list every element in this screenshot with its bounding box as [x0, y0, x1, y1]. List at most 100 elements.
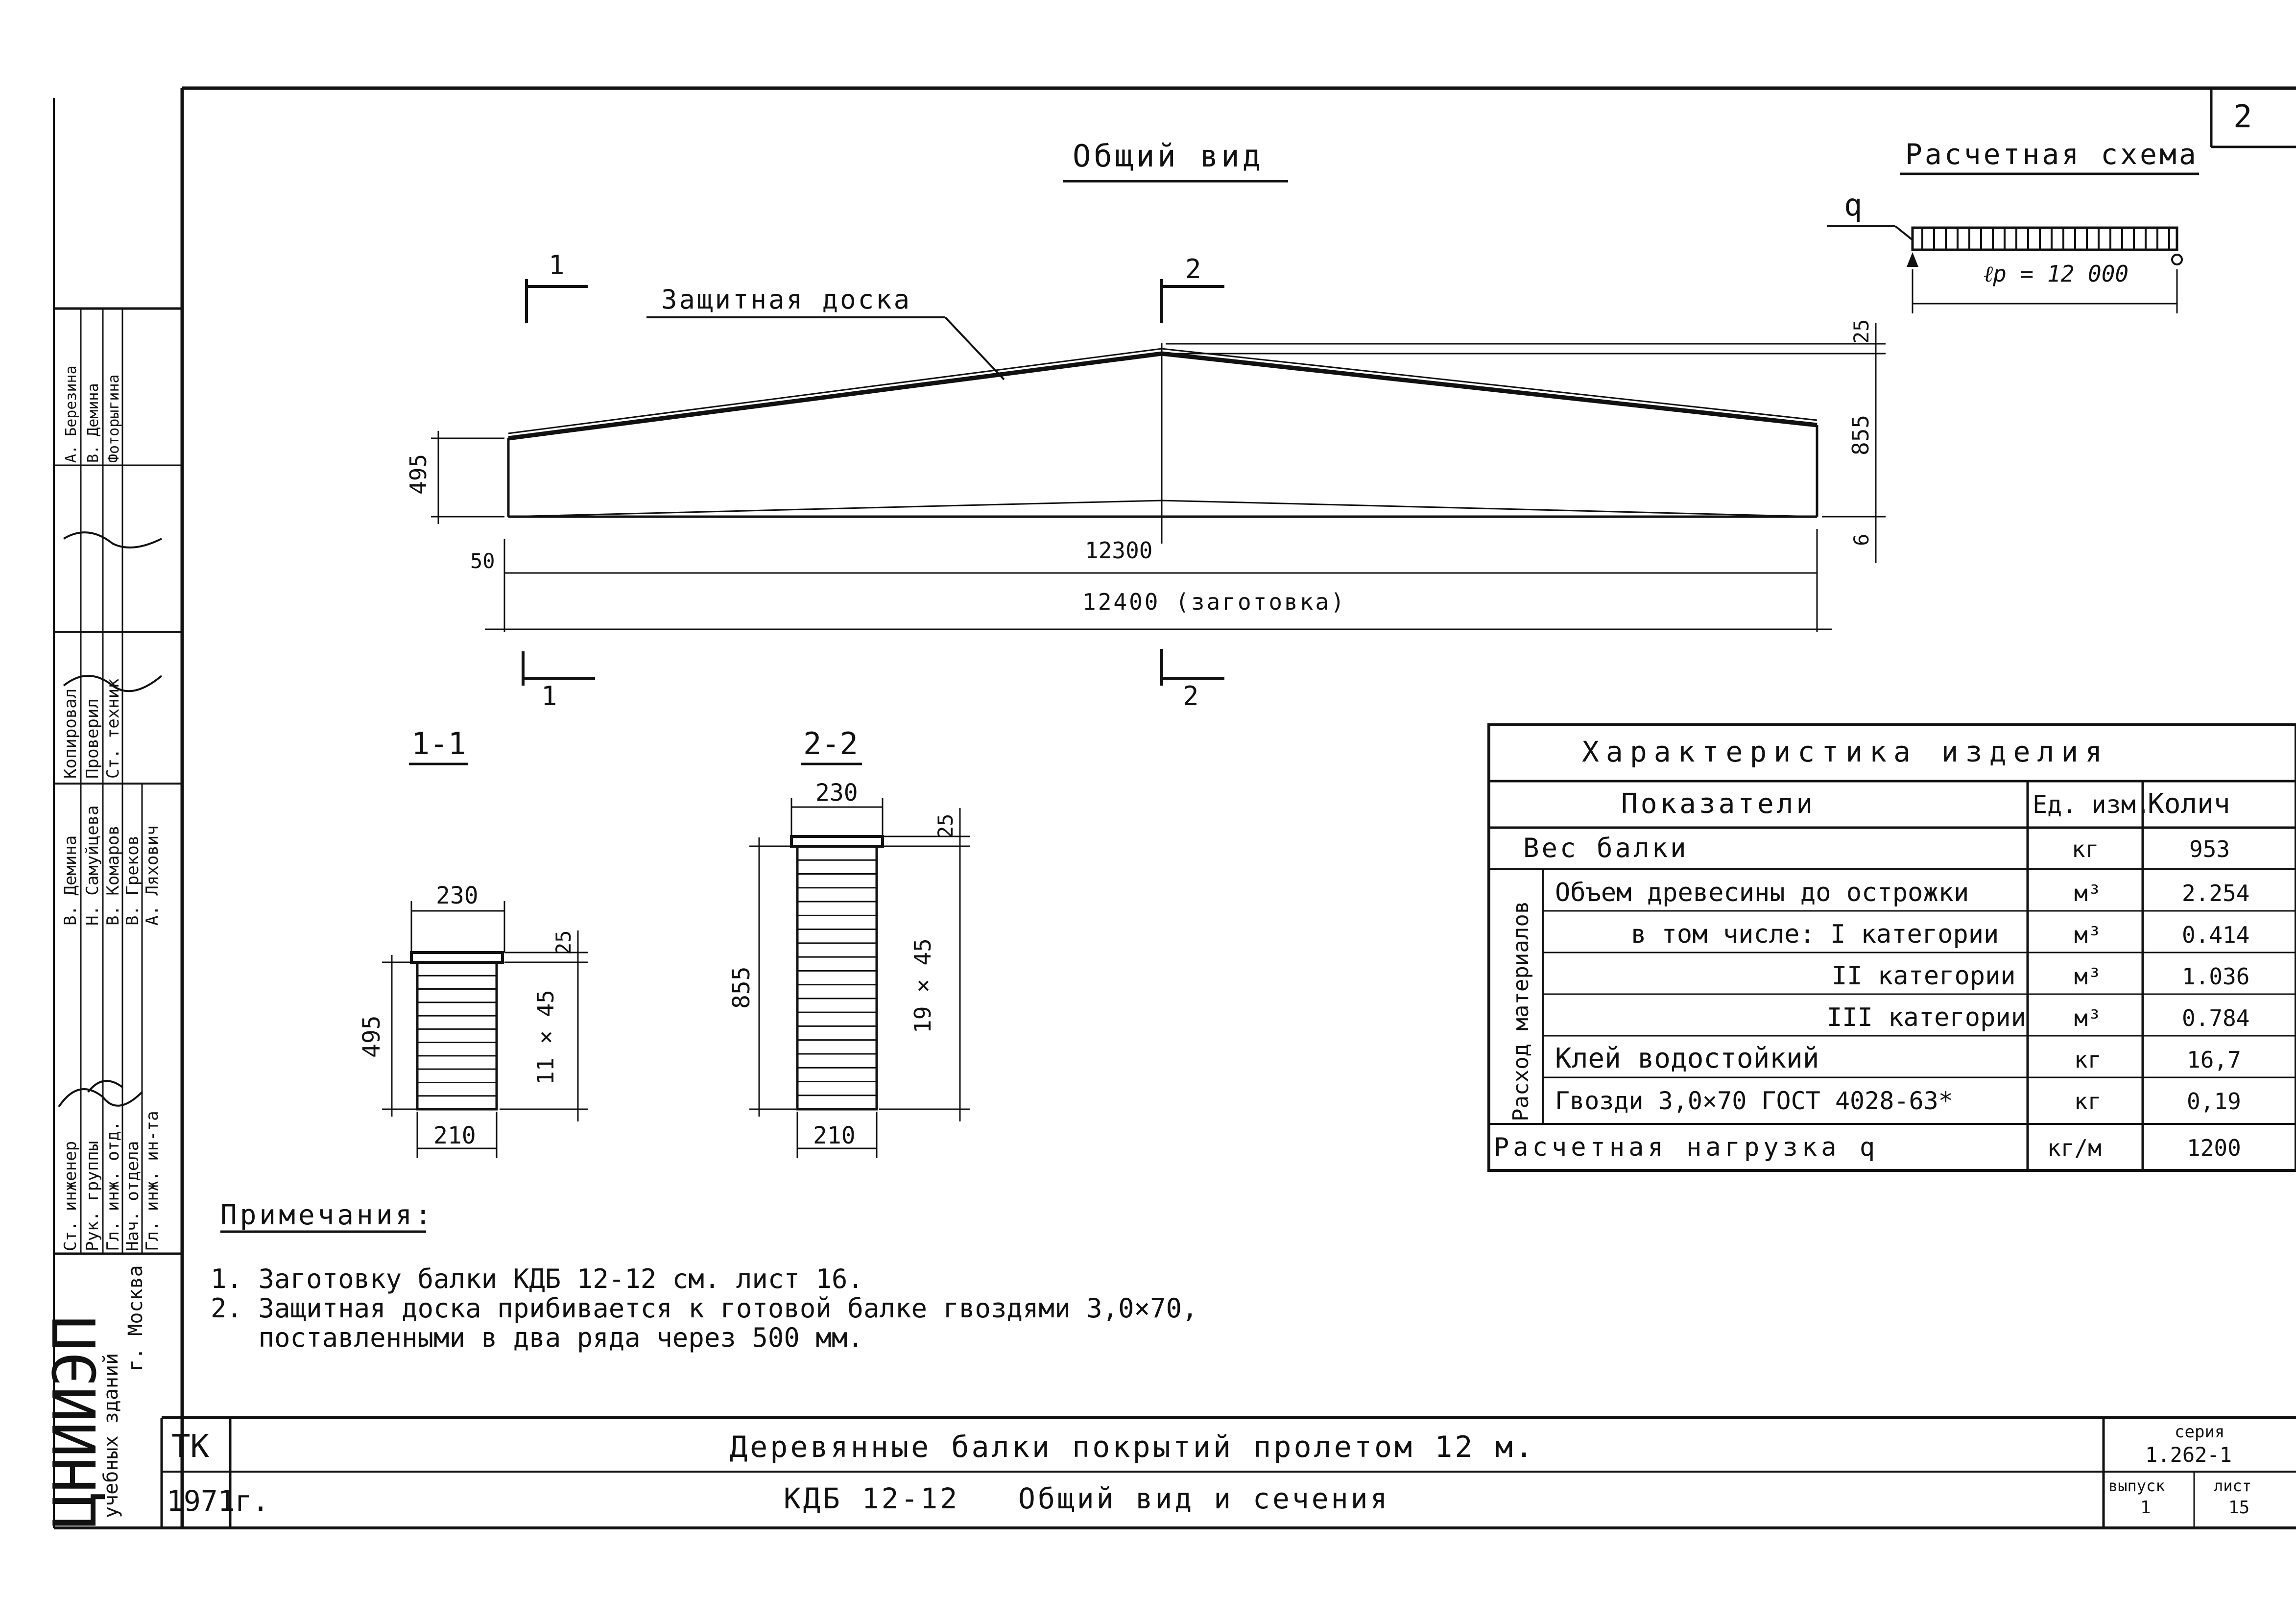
section-1-1: 1-1 230 495 25 11 × 45 210: [358, 726, 588, 1158]
header-unit: Ед. изм.: [2033, 790, 2151, 819]
section-1-1-title: 1-1: [411, 726, 466, 762]
table-row: Объем древесины до острожки м³ 2.254: [1555, 878, 2249, 907]
section-1-1-body: [416, 961, 498, 1111]
stamp-name: В. Демина: [61, 835, 80, 926]
doc-year: 1971г.: [167, 1484, 269, 1518]
stamp-role: Рук. группы: [83, 1141, 102, 1251]
svg-text:16,7: 16,7: [2187, 1047, 2241, 1073]
stamp-name: А. Березина: [63, 365, 80, 463]
section-mark-1-top: 1: [525, 250, 588, 323]
dim-1-1-board: 25: [551, 930, 575, 955]
frame: [53, 86, 2296, 1529]
svg-text:Гвозди 3,0×70 ГОСТ 4028-63*: Гвозди 3,0×70 ГОСТ 4028-63*: [1555, 1087, 1953, 1115]
stamp-role: Нач. отдела: [123, 1141, 143, 1251]
section-mark-2-bottom: 2: [1160, 649, 1224, 712]
svg-text:в том числе: I категории: в том числе: I категории: [1631, 920, 1999, 949]
dim-2-2-top-width: 230: [815, 779, 858, 807]
svg-text:0.784: 0.784: [2182, 1005, 2249, 1031]
dim-2-2-bottom-width: 210: [813, 1122, 856, 1149]
svg-text:кг: кг: [2074, 1088, 2101, 1115]
dim-left-height: 495: [405, 454, 431, 495]
svg-text:III категории: III категории: [1827, 1003, 2026, 1032]
table-row: III категории м³ 0.784: [1827, 1003, 2249, 1032]
stamp-role: Проверил: [83, 698, 102, 779]
dim-1-1-bottom-width: 210: [433, 1122, 476, 1149]
stamp-org: ЦНИИЭП: [42, 1316, 110, 1528]
title-block: ТК 1971г. Деревянные балки покрытий прол…: [160, 1416, 2296, 1528]
note-item: 2. Защитная доска прибивается к готовой …: [211, 1293, 1198, 1324]
stamp-role: Копировал: [61, 689, 80, 779]
table-title: Характеристика изделия: [1582, 735, 2109, 768]
dim-left-offset: 50: [470, 549, 495, 573]
span-label: ℓр = 12 000: [1984, 261, 2129, 287]
section-mark-2-top: 2: [1160, 254, 1224, 323]
svg-text:кг: кг: [2074, 1047, 2101, 1073]
title-line-1: Деревянные балки покрытий пролетом 12 м.: [730, 1430, 1535, 1464]
support-left: [1907, 252, 1918, 267]
svg-text:Вес балки: Вес балки: [1523, 833, 1689, 863]
table-row: Гвозди 3,0×70 ГОСТ 4028-63* кг 0,19: [1555, 1087, 2241, 1115]
dim-right-offset: 6: [1849, 534, 1873, 546]
stamp-role: Гл. инж. ин-та: [143, 1111, 162, 1251]
beam-top-board: [508, 351, 1818, 441]
svg-text:м³: м³: [2074, 922, 2101, 948]
stamp-name: В. Демина: [85, 383, 102, 463]
table-row: Расчетная нагрузка q кг/м 1200: [1494, 1133, 2241, 1162]
dim-2-2-layers: 19 × 45: [909, 938, 936, 1033]
svg-text:кг/м: кг/м: [2047, 1135, 2102, 1161]
svg-text:2: 2: [1183, 681, 1199, 712]
dim-blank: 12400 (заготовка): [1082, 589, 1346, 615]
svg-text:Расчетная нагрузка q: Расчетная нагрузка q: [1494, 1133, 1879, 1162]
dim-1-1-layers: 11 × 45: [532, 990, 559, 1085]
dim-2-2-board: 25: [933, 813, 957, 838]
stamp-name: В. Греков: [123, 835, 143, 926]
svg-text:Клей водостойкий: Клей водостойкий: [1555, 1043, 1819, 1074]
dim-1-1-height: 495: [358, 1015, 385, 1058]
section-2-2-body: [796, 845, 878, 1111]
design-scheme: Расчетная схема q ℓр = 12 000: [1827, 138, 2199, 313]
dim-mid-height: 855: [1847, 415, 1874, 455]
load-label: q: [1844, 187, 1862, 223]
support-right: [2171, 254, 2183, 265]
svg-text:0.414: 0.414: [2182, 922, 2249, 948]
table-row: Вес балки кг 953: [1523, 833, 2230, 863]
svg-text:м³: м³: [2074, 963, 2101, 990]
handwritten-signatures: [58, 531, 163, 1108]
svg-text:953: 953: [2189, 836, 2230, 862]
header-quantity: Колич: [2148, 788, 2230, 820]
note-item: 1. Заготовку балки КДБ 12-12 см. лист 16…: [211, 1263, 863, 1294]
table-row: в том числе: I категории м³ 0.414: [1631, 920, 2249, 949]
stamp-name: А. Ляхович: [143, 825, 162, 926]
stamp-role: Гл. инж. отд.: [103, 1121, 123, 1251]
table-row: II категории м³ 1.036: [1832, 961, 2249, 991]
stamp-role: Ст. техник: [103, 678, 123, 779]
distributed-load: [1911, 226, 2178, 251]
section-2-2: 2-2 230 855 25 19 × 45 210: [728, 726, 970, 1158]
svg-text:Объем древесины до острожки: Объем древесины до острожки: [1555, 878, 1969, 907]
dim-2-2-height: 855: [728, 966, 755, 1009]
svg-text:2: 2: [1185, 254, 1201, 285]
header-indicators: Показатели: [1621, 788, 1816, 820]
title-line-2: КДБ 12-12 Общий вид и сечения: [784, 1482, 1390, 1515]
series-label: серия: [2175, 1422, 2224, 1442]
svg-text:2.254: 2.254: [2182, 880, 2249, 906]
notes-title: Примечания:: [220, 1199, 434, 1231]
svg-text:0,19: 0,19: [2187, 1088, 2241, 1115]
dim-span: 12300: [1085, 537, 1152, 564]
svg-text:II категории: II категории: [1832, 961, 2016, 991]
note-item: поставленными в два ряда через 500 мм.: [211, 1322, 863, 1353]
general-view-title: Общий вид: [1073, 138, 1264, 174]
svg-text:кг: кг: [2072, 836, 2099, 862]
svg-text:1200: 1200: [2187, 1135, 2241, 1161]
sheet-label: лист: [2214, 1477, 2251, 1495]
general-view: Общий вид Защитная доска 1 2 1: [405, 138, 1886, 712]
dim-1-1-top-width: 230: [436, 882, 478, 909]
table-row: Клей водостойкий кг 16,7: [1555, 1043, 2241, 1074]
stamp-name: Н. Самуйцева: [83, 805, 102, 926]
design-scheme-title: Расчетная схема: [1905, 138, 2199, 171]
sheet-value: 15: [2228, 1498, 2249, 1518]
doc-code: ТК: [171, 1429, 210, 1465]
stamp-city: г. Москва: [124, 1265, 147, 1371]
stamp-role: Ст. инженер: [61, 1141, 80, 1251]
